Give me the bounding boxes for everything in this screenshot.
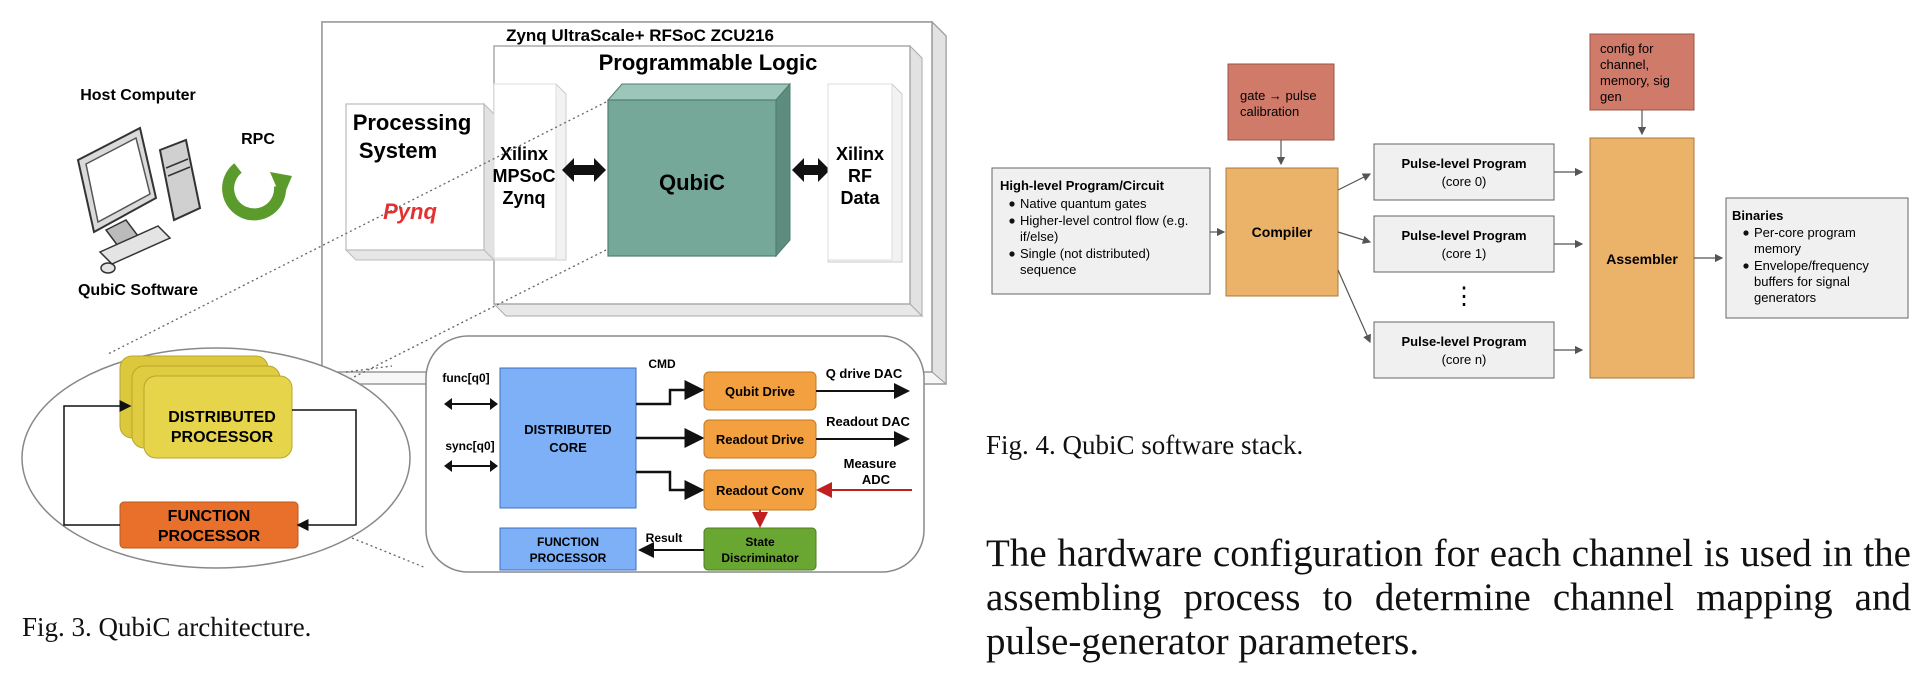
cmd-label: CMD [648, 357, 676, 371]
software-stack-figure: High-level Program/Circuit Native quantu… [991, 33, 1909, 379]
result-label: Result [646, 531, 683, 545]
host-computer-label: Host Computer [80, 87, 196, 104]
qubic-software-label: QubiC Software [78, 282, 198, 299]
svg-text:Pulse-level Program: Pulse-level Program [1402, 228, 1527, 243]
pulse-program-core0: Pulse-level Program (core 0) [1373, 143, 1555, 201]
svg-text:(core n): (core n) [1442, 352, 1487, 367]
svg-text:channel,: channel, [1600, 57, 1649, 72]
pulse-program-coren: Pulse-level Program (core n) [1373, 321, 1555, 379]
qubic-architecture-figure: Zynq UltraScale+ RFSoC ZCU216 Programmab… [21, 20, 947, 573]
svg-text:PROCESSOR: PROCESSOR [171, 429, 274, 446]
processing-system-block: Processing System Pynq [344, 102, 496, 262]
high-level-program-box: High-level Program/Circuit Native quantu… [991, 167, 1211, 295]
function-processor-small-label: FUNCTION [537, 535, 599, 549]
svg-text:High-level Program/Circuit: High-level Program/Circuit [1000, 178, 1165, 193]
computer-icon [76, 126, 202, 274]
svg-text:gate → pulse: gate → pulse [1240, 88, 1317, 103]
mpsoc-block: Xilinx MPSoC Zynq [493, 83, 567, 261]
svg-text:calibration: calibration [1240, 104, 1299, 119]
pynq-label: Pynq [383, 199, 437, 224]
config-box: config for channel, memory, sig gen [1589, 33, 1695, 111]
readout-dac-label: Readout DAC [826, 414, 910, 429]
qubic-rfdata-arrow [792, 158, 830, 182]
distributed-processor-label: DISTRIBUTED [168, 409, 276, 426]
distributed-core-detail: func[q0] sync[q0] DISTRIBUTED CORE CMD Q… [425, 335, 925, 573]
func-q0-label: func[q0] [442, 371, 489, 385]
svg-text:DISTRIBUTED: DISTRIBUTED [524, 422, 611, 437]
readout-drive-label: Readout Drive [716, 432, 804, 447]
svg-text:Compiler: Compiler [1252, 224, 1313, 240]
readout-conv-label: Readout Conv [716, 483, 805, 498]
assembler-box: Assembler [1589, 137, 1695, 379]
svg-text:Higher-level control flow (e.g: Higher-level control flow (e.g. [1020, 213, 1188, 228]
svg-text:CORE: CORE [549, 440, 587, 455]
state-discriminator-label: State [745, 535, 775, 549]
binaries-box: Binaries Per-core program memory Envelop… [1725, 197, 1909, 319]
refresh-arrow-icon [222, 163, 292, 221]
svg-text:PROCESSOR: PROCESSOR [530, 551, 607, 565]
svg-text:Native quantum gates: Native quantum gates [1020, 196, 1147, 211]
svg-text:Xilinx: Xilinx [836, 144, 884, 164]
pulse-program-core1: Pulse-level Program (core 1) [1373, 215, 1555, 273]
measure-adc-label: Measure [844, 456, 897, 471]
svg-text:MPSoC: MPSoC [493, 166, 556, 186]
svg-text:Xilinx: Xilinx [500, 144, 548, 164]
rpc-label: RPC [241, 131, 275, 148]
vertical-ellipsis: ⋮ [1452, 283, 1476, 310]
fig4-caption: Fig. 4. QubiC software stack. [986, 430, 1304, 460]
function-processor-label: FUNCTION [168, 508, 251, 525]
body-paragraph: The hardware configuration for each chan… [986, 532, 1911, 663]
svg-text:QubiC: QubiC [659, 170, 725, 195]
svg-text:Single (not distributed): Single (not distributed) [1020, 246, 1150, 261]
svg-text:Processing: Processing [353, 110, 472, 135]
svg-text:Binaries: Binaries [1732, 208, 1783, 223]
pl-title: Programmable Logic [599, 50, 818, 75]
svg-text:PROCESSOR: PROCESSOR [158, 528, 261, 545]
svg-text:ADC: ADC [862, 472, 891, 487]
svg-text:Discriminator: Discriminator [721, 551, 799, 565]
svg-text:(core 1): (core 1) [1442, 246, 1487, 261]
svg-text:generators: generators [1754, 290, 1817, 305]
svg-text:Envelope/frequency: Envelope/frequency [1754, 258, 1869, 273]
svg-text:Zynq: Zynq [503, 188, 546, 208]
q-drive-dac-label: Q drive DAC [826, 366, 903, 381]
fig3-caption: Fig. 3. QubiC architecture. [22, 612, 312, 642]
svg-text:sequence: sequence [1020, 262, 1076, 277]
svg-text:memory, sig: memory, sig [1600, 73, 1670, 88]
svg-text:Per-core program: Per-core program [1754, 225, 1856, 240]
qubic-block: QubiC [606, 82, 792, 258]
mpsoc-qubic-arrow [562, 158, 606, 182]
svg-text:if/else): if/else) [1020, 229, 1058, 244]
compiler-box: Compiler [1225, 167, 1339, 297]
svg-text:gen: gen [1600, 89, 1622, 104]
svg-text:System: System [359, 138, 437, 163]
processor-ellipse: DISTRIBUTED PROCESSOR FUNCTION PROCESSOR [21, 347, 411, 569]
svg-text:Data: Data [840, 188, 880, 208]
zoom-lines [107, 101, 607, 569]
svg-text:buffers for signal: buffers for signal [1754, 274, 1850, 289]
svg-text:RF: RF [848, 166, 872, 186]
svg-text:(core 0): (core 0) [1442, 174, 1487, 189]
gate-pulse-calibration-box: gate → pulse calibration [1227, 63, 1335, 141]
svg-text:Pulse-level Program: Pulse-level Program [1402, 156, 1527, 171]
svg-text:Pulse-level Program: Pulse-level Program [1402, 334, 1527, 349]
rf-data-block: Xilinx RF Data [827, 83, 903, 263]
qubit-drive-label: Qubit Drive [725, 384, 795, 399]
svg-text:config for: config for [1600, 41, 1654, 56]
svg-text:memory: memory [1754, 241, 1801, 256]
board-title: Zynq UltraScale+ RFSoC ZCU216 [506, 26, 774, 45]
sync-q0-label: sync[q0] [445, 439, 494, 453]
svg-text:Assembler: Assembler [1606, 251, 1678, 267]
